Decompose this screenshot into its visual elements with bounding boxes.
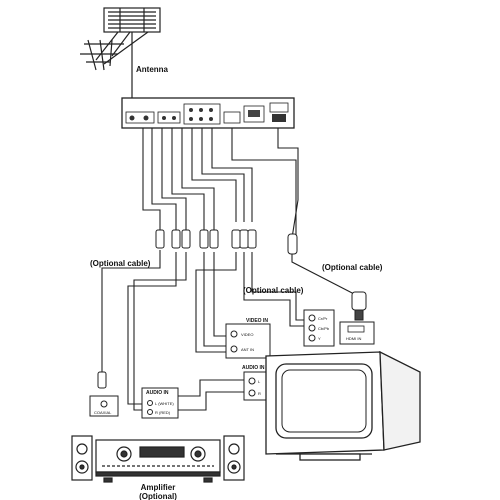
- coaxial-label: COAXIAL: [94, 410, 112, 415]
- amplifier-label: Amplifier: [141, 483, 176, 492]
- hdmi-plug-icon: [351, 291, 367, 321]
- jack-y-label: Y: [318, 336, 321, 341]
- rca-plugs: [97, 229, 298, 389]
- tv-audio-r-label: R: [258, 391, 261, 396]
- receiver-rear-panel: [121, 97, 295, 129]
- tv-audio-in-label: AUDIO IN: [242, 365, 265, 371]
- jack-cr-label: Cr/Pr: [318, 316, 328, 321]
- hdmi-input-panel: HDMI IN: [339, 321, 375, 345]
- hdmi-in-label: HDMI IN: [346, 336, 361, 341]
- amplifier-audio-in-panel: AUDIO IN L (WHITE) R (RED): [141, 387, 179, 419]
- left-speaker-icon: [71, 435, 93, 481]
- video-jack-label: VIDEO: [241, 332, 253, 337]
- ant-in-label: ANT IN: [241, 347, 254, 352]
- amplifier-icon: [95, 439, 221, 483]
- cables: [101, 128, 359, 411]
- television-icon: [265, 350, 421, 461]
- optional-cable-label-mid: (Optional cable): [243, 286, 304, 295]
- jack-cb-label: Cb/Pb: [318, 326, 330, 331]
- amplifier-coaxial-panel: COAXIAL: [89, 395, 119, 417]
- tv-video-ant-panel: VIDEO IN VIDEO ANT IN: [225, 318, 271, 359]
- amp-r-red-label: R (RED): [155, 410, 171, 415]
- amp-l-white-label: L (WHITE): [155, 401, 174, 406]
- tv-audio-l-label: L: [258, 379, 261, 384]
- antenna-icon: [80, 7, 161, 102]
- optional-cable-label-right: (Optional cable): [322, 263, 383, 272]
- amp-audio-in-label: AUDIO IN: [146, 390, 169, 396]
- antenna-label: Antenna: [136, 65, 169, 74]
- right-speaker-icon: [223, 435, 245, 481]
- optional-cable-label-left: (Optional cable): [90, 259, 151, 268]
- video-in-label: VIDEO IN: [246, 318, 268, 324]
- tv-component-input-panel: Cr/Pr Cb/Pb Y: [303, 309, 335, 347]
- amplifier-optional-label: (Optional): [139, 492, 177, 500]
